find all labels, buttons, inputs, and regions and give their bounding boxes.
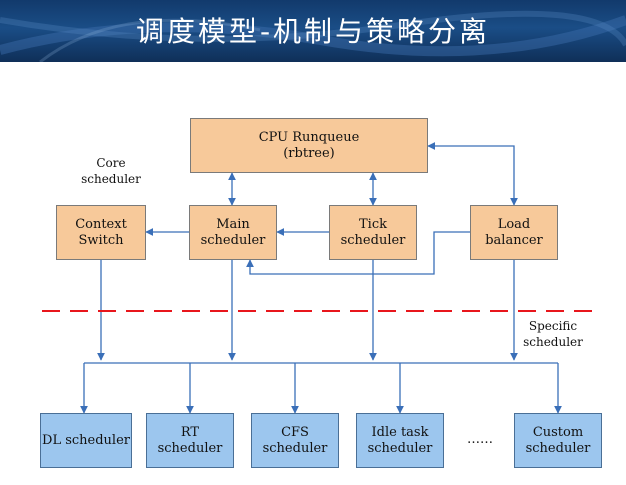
tick-scheduler-line1: Tick: [359, 216, 387, 232]
runqueue-load-arrow: [427, 142, 518, 206]
custom-scheduler-line1: Custom: [532, 424, 584, 440]
cfs-scheduler-box: CFS scheduler: [251, 413, 339, 468]
main-scheduler-line2: scheduler: [200, 232, 266, 248]
runqueue-line1: CPU Runqueue: [258, 129, 360, 145]
more-schedulers-ellipsis: ……: [467, 432, 493, 447]
load-balancer-line2: balancer: [485, 232, 543, 248]
main-scheduler-line1: Main: [216, 216, 250, 232]
main-scheduler-box: Main scheduler: [189, 205, 277, 260]
tick-scheduler-box: Tick scheduler: [329, 205, 417, 260]
rt-scheduler-box: RT scheduler: [146, 413, 234, 468]
slide-title: 调度模型-机制与策略分离: [135, 15, 491, 48]
context-switch-line1: Context: [75, 216, 127, 232]
core-label-line2: scheduler: [81, 172, 141, 186]
context-switch-box: Context Switch: [56, 205, 146, 260]
custom-scheduler-line2: scheduler: [525, 440, 591, 456]
load-to-main-arrow: [246, 231, 470, 275]
idle-task-scheduler-line2: scheduler: [367, 440, 433, 456]
dl-scheduler-line1: DL scheduler: [42, 432, 130, 448]
cfs-scheduler-line1: CFS: [281, 424, 309, 440]
core-label-line1: Core: [96, 156, 126, 170]
idle-task-scheduler-line1: Idle task: [371, 424, 429, 440]
core-scheduler-label: Core scheduler: [66, 155, 156, 187]
slide-header: 调度模型-机制与策略分离: [0, 0, 626, 62]
specific-label-line2: scheduler: [523, 335, 583, 349]
idle-task-scheduler-box: Idle task scheduler: [356, 413, 444, 468]
custom-scheduler-box: Custom scheduler: [514, 413, 602, 468]
tick-scheduler-line2: scheduler: [340, 232, 406, 248]
specific-label-line1: Specific: [528, 319, 578, 333]
dl-scheduler-box: DL scheduler: [40, 413, 132, 468]
rt-scheduler-line1: RT scheduler: [157, 424, 223, 456]
load-balancer-line1: Load: [497, 216, 531, 232]
specific-scheduler-label: Specific scheduler: [508, 318, 598, 350]
load-balancer-box: Load balancer: [470, 205, 558, 260]
header-swirl-decoration: [0, 10, 626, 62]
context-switch-line2: Switch: [78, 232, 124, 248]
runqueue-line2: (rbtree): [283, 145, 335, 161]
cfs-scheduler-line2: scheduler: [262, 440, 328, 456]
cpu-runqueue-box: CPU Runqueue (rbtree): [190, 118, 428, 173]
